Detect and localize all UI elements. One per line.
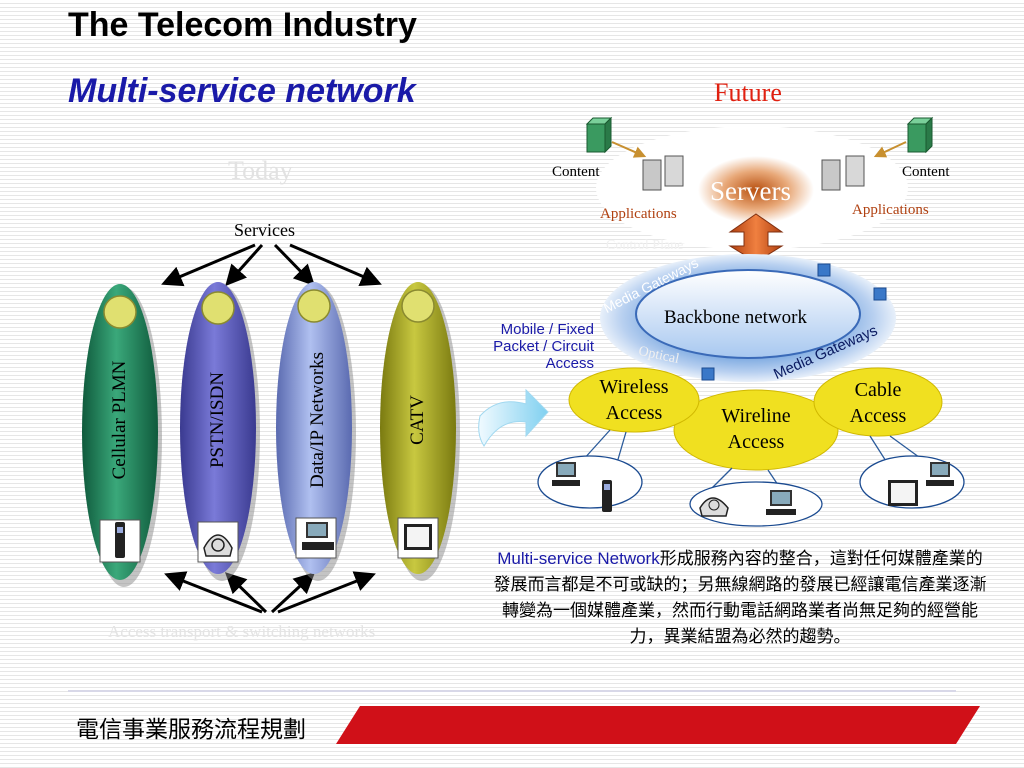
network-oval-cellular — [82, 284, 162, 587]
services-label: Services — [234, 220, 295, 240]
services-arrow — [289, 243, 382, 286]
network-oval-data-ip — [276, 282, 356, 581]
access-arrow — [270, 572, 316, 614]
network-oval-catv — [380, 282, 460, 581]
content-left-label: Content — [552, 164, 600, 180]
mobile-fixed-label: Mobile / Fixed Packet / Circuit Access — [493, 321, 594, 372]
today-heading: Today — [228, 156, 293, 185]
control-plane-label: Control Plane — [606, 238, 684, 253]
content-server-right-icon — [906, 116, 934, 154]
gateway-node-icon — [701, 263, 887, 381]
future-heading: Future — [714, 78, 782, 107]
footer-divider — [68, 690, 956, 692]
content-right-label: Content — [902, 164, 950, 180]
footer-red-bar — [336, 706, 980, 744]
transition-arrow — [478, 388, 549, 447]
backbone-network — [635, 269, 861, 359]
wireline-access — [673, 389, 839, 471]
telephone-icon — [699, 497, 729, 517]
footer-title: 電信事業服務流程規劃 — [76, 717, 306, 742]
access-arrow — [164, 571, 263, 614]
network-label-pstn: PSTN/ISDN — [207, 371, 228, 469]
mobile-phone-icon — [602, 480, 612, 512]
applications-left-label: Applications — [600, 206, 677, 222]
services-arrow — [161, 243, 256, 287]
access-arrow — [224, 572, 268, 614]
network-label-catv: CATV — [407, 395, 428, 445]
network-label-cellular: Cellular PLMN — [109, 360, 130, 480]
tv-icon — [888, 480, 918, 506]
page-title: The Telecom Industry — [68, 6, 417, 44]
wireless-access-label: Wireless Access — [599, 376, 669, 424]
applications-right-label: Applications — [852, 202, 929, 218]
backbone-network-label: Backbone network — [664, 307, 807, 328]
application-server-left-icon — [642, 155, 684, 191]
wireline-access-label: Wireline Access — [721, 405, 791, 453]
content-server-left-icon — [585, 116, 613, 154]
computer-icon — [926, 462, 954, 486]
access-transport-label: Access transport & switching networks — [108, 622, 376, 641]
computer-icon — [552, 462, 580, 486]
network-label-data-ip: Data/IP Networks — [307, 352, 328, 488]
today-diagram — [82, 243, 460, 614]
application-server-right-icon — [821, 155, 865, 191]
services-arrow — [273, 243, 315, 287]
servers-label: Servers — [710, 176, 791, 206]
access-arrow — [277, 571, 376, 614]
cable-access — [813, 367, 943, 437]
computer-icon — [766, 490, 796, 515]
description-text: Multi-service Network形成服務內容的整合，這對任何媒體產業的… — [490, 546, 990, 650]
description-body: 形成服務內容的整合，這對任何媒體產業的發展而言都是不可或缺的；另無線網路的發展已… — [493, 549, 987, 646]
page-subtitle: Multi-service network — [68, 72, 416, 110]
description-highlight: Multi-service Network — [497, 549, 660, 568]
wireless-access — [568, 367, 700, 433]
network-oval-pstn — [180, 282, 260, 581]
cable-access-label: Cable Access — [849, 379, 907, 427]
services-arrow — [225, 243, 264, 287]
future-diagram — [537, 116, 965, 527]
